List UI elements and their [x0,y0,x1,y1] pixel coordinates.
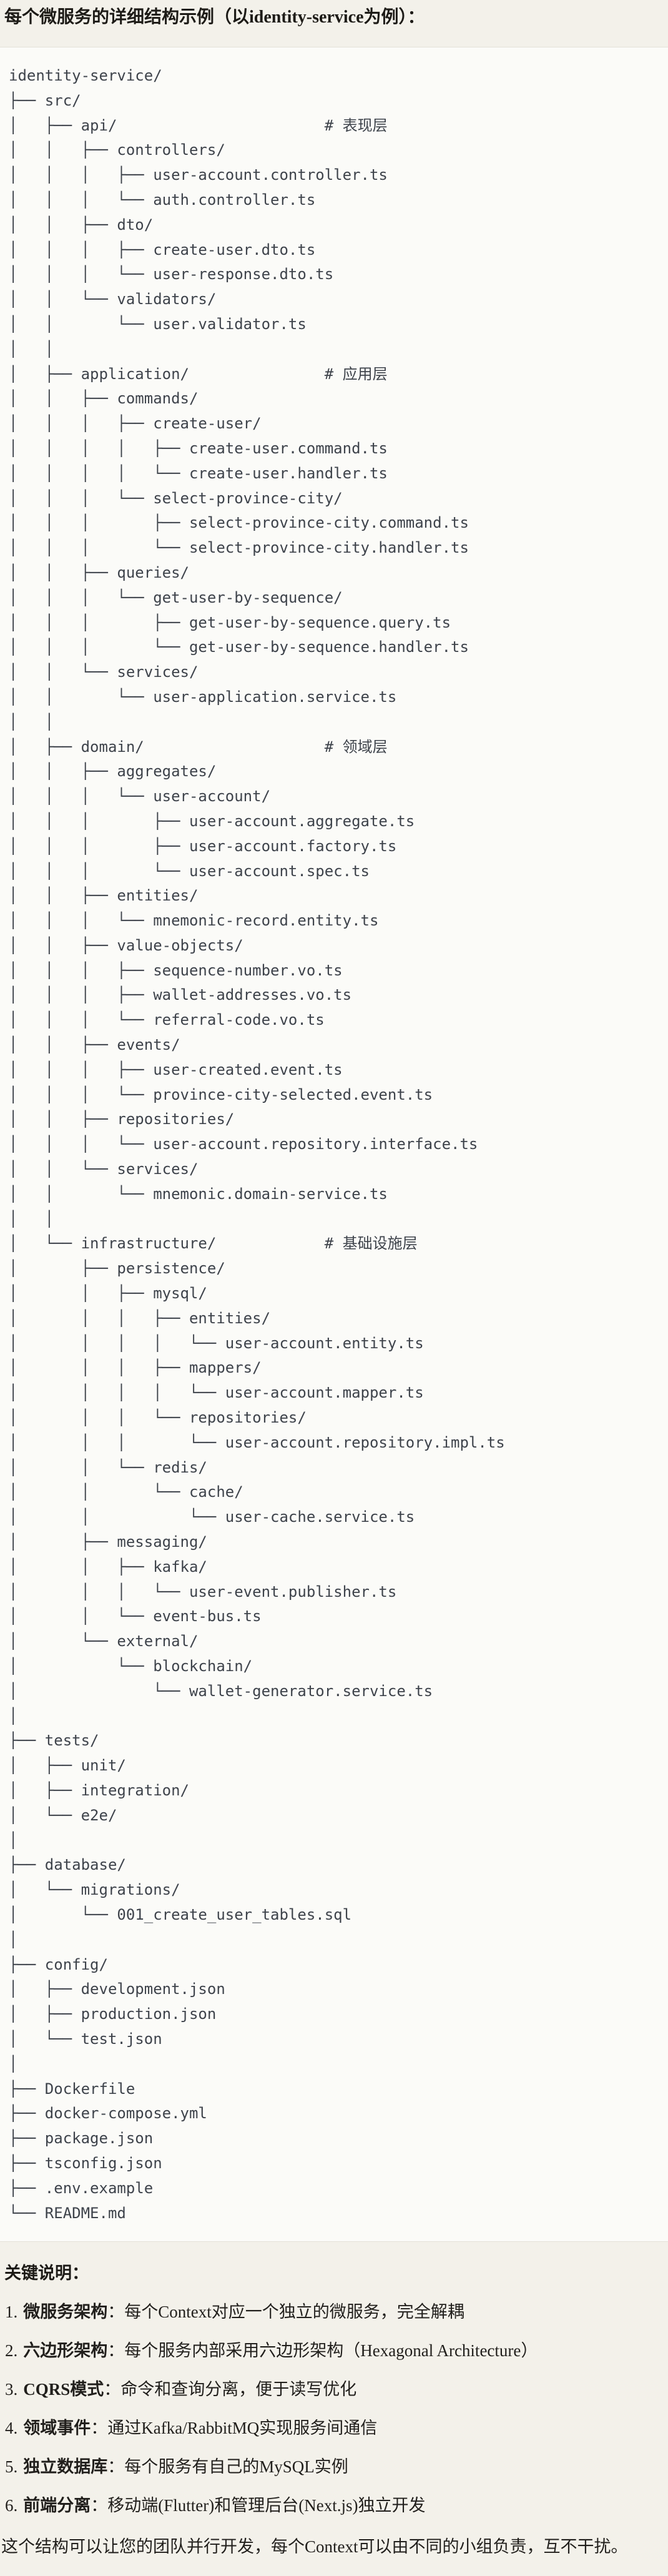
note-colon: ： [107,2457,125,2477]
note-number: 4. [5,2419,18,2438]
note-item-domain-events: 4. 领域事件：通过Kafka/RabbitMQ实现服务间通信 [5,2417,668,2439]
notes-list: 1.微服务架构：每个Context对应一个独立的微服务，完全解耦 2.六边形架构… [0,2301,668,2517]
note-desc: 每个服务有自己的MySQL实例 [124,2457,348,2477]
code-block: identity-service/ ├── src/ │ ├── api/ # … [0,47,668,2243]
closing-paragraph: 这个结构可以让您的团队并行开发，每个Context可以由不同的小组负责，互不干扰… [1,2537,628,2557]
note-term: 独立数据库 [23,2457,108,2477]
note-desc: 命令和查询分离，便于读写优化 [120,2380,357,2399]
note-colon: ： [91,2496,108,2515]
note-number: 1. [5,2302,18,2322]
note-item-hexagonal: 2.六边形架构：每个服务内部采用六边形架构（Hexagonal Architec… [5,2339,668,2362]
note-item-microservices: 1.微服务架构：每个Context对应一个独立的微服务，完全解耦 [5,2301,668,2323]
note-number: 6. [5,2496,18,2515]
note-term: CQRS模式 [23,2380,104,2399]
note-number: 3. [5,2380,18,2399]
note-term: 领域事件 [23,2419,91,2438]
note-term: 前端分离 [23,2496,91,2515]
file-tree-text: identity-service/ ├── src/ │ ├── api/ # … [9,67,505,2222]
note-number: 2. [5,2341,18,2361]
note-term: 六边形架构 [23,2341,108,2361]
note-desc: 每个服务内部采用六边形架构（Hexagonal Architecture） [124,2341,538,2361]
note-desc: 每个Context对应一个独立的微服务，完全解耦 [124,2302,464,2322]
note-desc: 通过Kafka/RabbitMQ实现服务间通信 [107,2419,378,2438]
note-colon: ： [91,2419,108,2438]
note-colon: ： [104,2380,121,2399]
note-colon: ： [107,2341,125,2361]
note-number: 5. [5,2457,18,2477]
notes-heading: 关键说明： [4,2264,89,2283]
note-desc: 移动端(Flutter)和管理后台(Next.js)独立开发 [107,2496,426,2515]
page-title: 每个微服务的详细结构示例（以identity-service为例）： [4,7,425,27]
note-colon: ： [107,2302,125,2322]
note-term: 微服务架构 [23,2302,108,2322]
note-item-cqrs: 3. CQRS模式：命令和查询分离，便于读写优化 [5,2378,668,2401]
note-item-database: 5.独立数据库：每个服务有自己的MySQL实例 [5,2455,668,2478]
note-item-frontend: 6. 前端分离：移动端(Flutter)和管理后台(Next.js)独立开发 [5,2494,668,2517]
